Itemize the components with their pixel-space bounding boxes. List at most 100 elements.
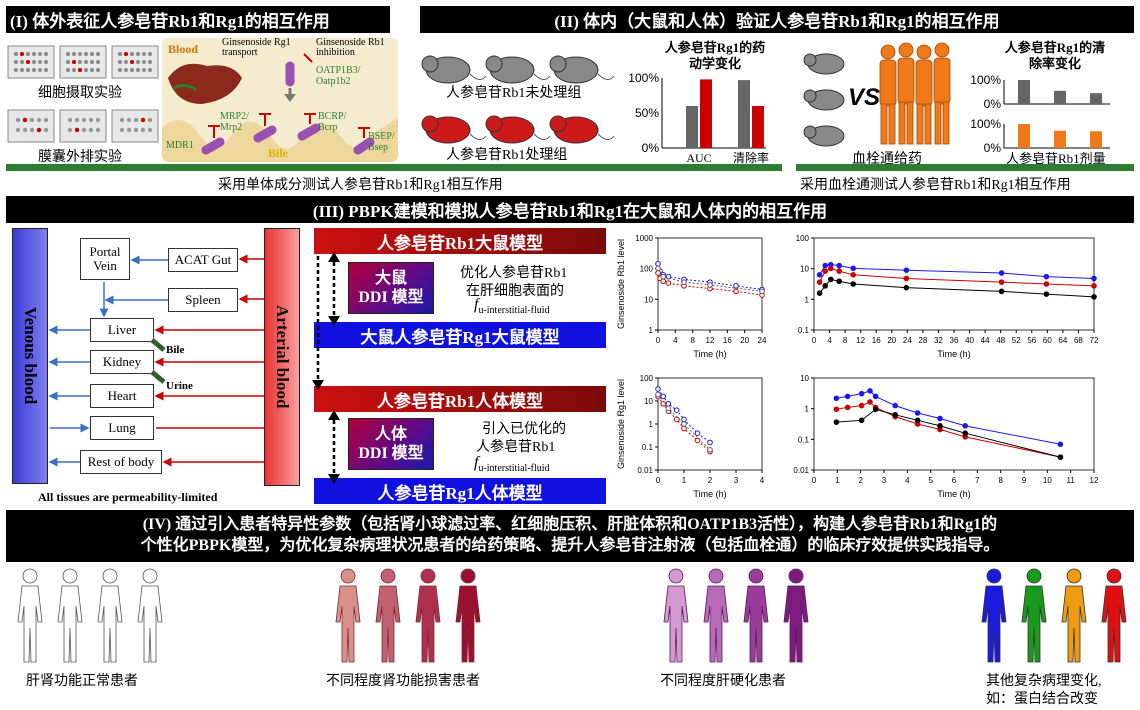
bile-flow-label: Bile — [166, 344, 185, 356]
clearance-bar-gray — [1018, 80, 1030, 104]
normal-patient-figure — [137, 568, 163, 663]
patient-groups-illustration — [17, 568, 1127, 663]
panel3-title: (III) PBPK建模和模拟人参皂苷Rb1和Rg1在大鼠和人体内的相互作用 — [6, 196, 1134, 223]
plot-x-tick-label: 8 — [998, 476, 1003, 485]
hepatocyte-diagram — [162, 38, 398, 162]
plot-x-tick-label: 11 — [1067, 476, 1076, 485]
clearance-tick-label: 100% — [970, 117, 1001, 131]
venous-blood-box: Venous blood — [12, 228, 48, 484]
xueshuantong-label: 血栓通给药 — [852, 152, 922, 167]
plot-data-point — [998, 288, 1005, 295]
patient-head — [460, 568, 476, 584]
complex-patient-figure — [1101, 568, 1127, 663]
rb1-inhibition-label: Ginsenoside Rb1 inhibition — [316, 37, 385, 58]
rg1-human-model-bar: 人参皂苷Rg1人体模型 — [314, 478, 606, 504]
plot-x-tick-label: 12 — [706, 336, 715, 345]
pk-bar-untreated — [686, 106, 698, 148]
plot-data-point — [655, 270, 661, 276]
plot-data-point — [822, 283, 829, 289]
plot-x-tick-label: 4 — [673, 336, 678, 345]
plot-series-line — [657, 394, 711, 451]
plot-data-point — [816, 272, 823, 278]
normal-patient-figure — [17, 568, 43, 663]
plot-data-point — [707, 446, 713, 453]
plot-x-tick-label: 0 — [812, 336, 817, 345]
plot-data-point — [655, 386, 661, 392]
pk-category-label: AUC — [686, 151, 711, 165]
plot-series-line — [836, 408, 1061, 458]
patient-head — [668, 568, 684, 584]
plot-x-tick-label: 0 — [656, 336, 661, 345]
plot-y-tick-label: 10 — [800, 265, 809, 274]
plot-data-point — [673, 416, 680, 423]
plot-x-tick-label: 8 — [843, 336, 848, 345]
plot-data-point — [844, 404, 851, 411]
plot-data-point — [850, 272, 856, 278]
patient-head — [1026, 568, 1042, 584]
rg1-rat-model-bar: 大鼠人参皂苷Rg1大鼠模型 — [314, 322, 606, 348]
urine-flow-label: Urine — [166, 380, 193, 392]
plot-y-tick-label: 0.1 — [642, 443, 654, 452]
plot-series-line — [819, 264, 1095, 279]
plot-y-axis-label: Ginsenoside Rb1 level — [616, 239, 626, 329]
plot-data-point — [833, 406, 840, 413]
complex-patient-figure — [1061, 568, 1087, 663]
acat-gut-box: ACAT Gut — [168, 248, 238, 272]
plot-data-point — [822, 262, 829, 269]
pk-change-title: 人参皂苷Rg1的药动学变化 — [664, 40, 766, 71]
pk-bar-untreated — [738, 80, 750, 148]
patient-head — [748, 568, 764, 584]
plot-x-tick-label: 48 — [996, 336, 1005, 345]
plot-x-tick-label: 10 — [1043, 476, 1052, 485]
portal-vein-box: Portal Vein — [80, 238, 130, 280]
introduce-f-symbol: f — [474, 454, 479, 471]
plot-data-point — [836, 262, 843, 269]
plot-series-line — [836, 390, 1061, 445]
plot-x-tick-label: 60 — [1043, 336, 1052, 345]
oatp-label: OATP1B3/ Oatp1b2 — [316, 65, 361, 87]
optimize-f-symbol: f — [474, 296, 479, 313]
plot-data-point — [660, 273, 667, 280]
plot-data-point — [733, 288, 739, 295]
patient-head — [986, 568, 1002, 584]
plot-y-tick-label: 0.01 — [637, 466, 653, 475]
patient-head — [62, 568, 78, 584]
rb1-rat-model-bar: 人参皂苷Rb1大鼠模型 — [314, 228, 606, 254]
plot-data-point — [1043, 281, 1050, 287]
rg1-transport-label: Ginsenoside Rg1 transport — [222, 37, 291, 58]
plot-x-tick-label: 2 — [858, 476, 863, 485]
plot-x-tick-label: 20 — [740, 336, 749, 345]
plot-y-tick-label: 100 — [640, 265, 654, 274]
plot-y-tick-label: 1 — [805, 295, 810, 304]
optimize-fu: fu-interstitial-fluid — [474, 296, 550, 316]
mrp2-label: MRP2/ Mrp2 — [220, 111, 249, 133]
plot-x-tick-label: 56 — [1027, 336, 1036, 345]
patient-head — [340, 568, 356, 584]
plot-x-tick-label: 36 — [950, 336, 959, 345]
plot-data-point — [655, 265, 661, 272]
bsep-label: BSEP/ Bsep — [368, 131, 395, 153]
plot-x-tick-label: 20 — [887, 336, 896, 345]
plot-data-point — [867, 388, 873, 394]
plot-data-point — [665, 400, 672, 407]
clearance-bar-orange — [1090, 131, 1102, 148]
plot-x-tick-label: 44 — [981, 336, 990, 345]
panel4-line2: 个性化PBPK模型，为优化复杂病理状况患者的给药策略、提升人参皂苷注射液（包括血… — [140, 537, 1000, 554]
patient-body — [743, 585, 769, 663]
plot-data-point — [1091, 275, 1097, 282]
patient-body — [703, 585, 729, 663]
plot-data-point — [903, 267, 910, 274]
treated-rats-icon — [421, 115, 615, 144]
plot-data-point — [694, 437, 701, 444]
plot-y-tick-label: 1 — [649, 420, 654, 429]
plot-y-tick-label: 10 — [644, 397, 653, 406]
patient-body — [17, 585, 43, 663]
plot-data-point — [858, 390, 865, 397]
plot-x-axis-label: Time (h) — [937, 489, 970, 499]
patient-head — [788, 568, 804, 584]
plot-x-tick-label: 4 — [760, 476, 765, 485]
normal-patients-label: 肝肾功能正常患者 — [26, 674, 138, 689]
patient-head — [420, 568, 436, 584]
panel4-banner: (IV) 通过引入患者特异性参数（包括肾小球滤过率、红细胞压积、肝脏体积和OAT… — [6, 510, 1134, 562]
